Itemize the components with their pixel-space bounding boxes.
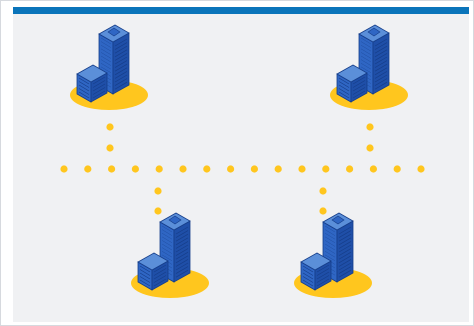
network-diagram [13,14,469,322]
connector-dot [154,187,162,195]
connector-dot [319,207,327,215]
office-building-icon [76,24,130,103]
connector-dot [366,144,374,152]
connector-dot [298,165,306,173]
connector-dot [106,123,114,131]
connector-dot [274,165,282,173]
connector-dot [346,165,354,173]
connector-dot [203,165,211,173]
connector-dot [369,165,377,173]
connector-dots [60,123,425,215]
connector-dot [131,165,139,173]
connector-dot [417,165,425,173]
connector-dot [319,187,327,195]
office-building-icon [300,212,354,291]
office-building-icon [137,212,191,291]
connector-dot [393,165,401,173]
node-top-left [70,24,148,110]
connector-dot [84,165,92,173]
connector-dot [179,165,187,173]
connector-dot [322,165,330,173]
connector-dot [250,165,258,173]
node-bottom-right [294,212,372,298]
connector-dot [154,207,162,215]
connector-dot [108,165,116,173]
node-bottom-left [131,212,209,298]
connector-dot [227,165,235,173]
connector-dot [106,144,114,152]
building-nodes [70,24,408,298]
header-bar [13,7,469,14]
network-diagram-svg [13,14,469,322]
connector-dot [155,165,163,173]
connector-dot [60,165,68,173]
office-building-icon [336,24,390,103]
connector-dot [366,123,374,131]
node-top-right [330,24,408,110]
